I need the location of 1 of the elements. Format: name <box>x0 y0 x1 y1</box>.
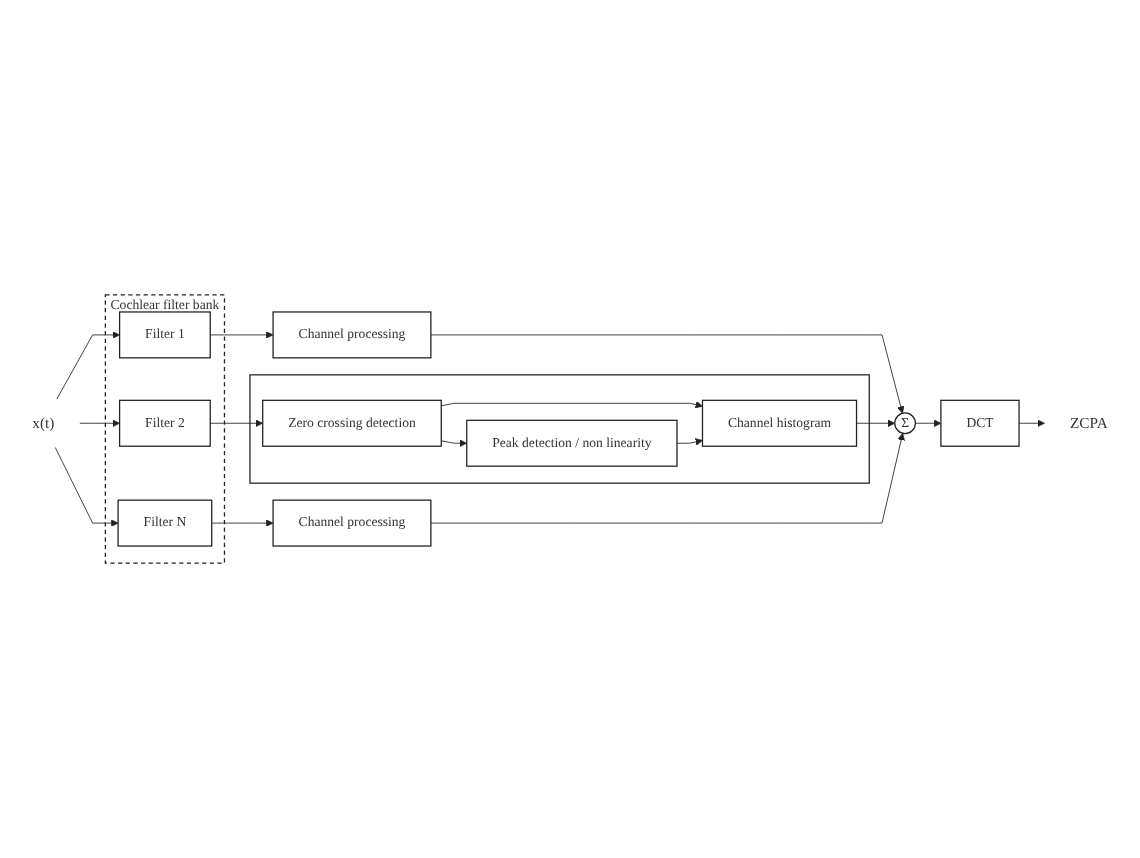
cluster <box>249 374 870 484</box>
